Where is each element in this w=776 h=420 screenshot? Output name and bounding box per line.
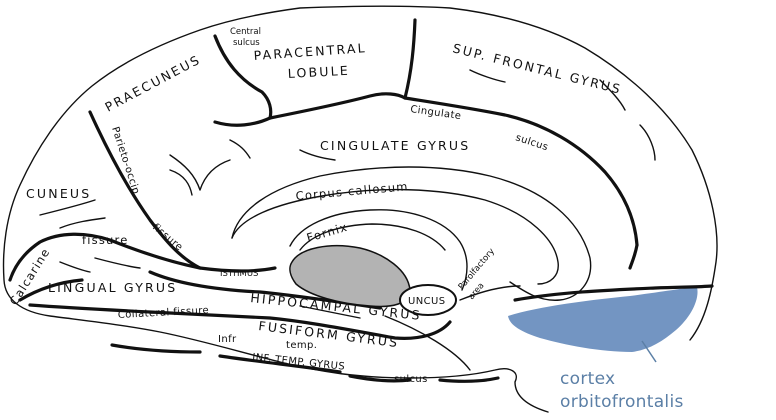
cingulate-sulcus-end [628,243,639,270]
label-uncus: UNCUS [408,296,445,307]
marginal-sulcus [403,18,417,100]
annotation-cortex: cortex [560,369,615,389]
frontal-base [513,284,714,302]
calcarine-fissure [8,232,202,282]
label-isthmus: ISTHMUS [220,269,258,279]
label-sup-frontal: SUP. FRONTAL GYRUS [451,40,623,97]
paracentral-boundary [268,92,407,120]
temporal-lower-dash-2 [438,376,500,383]
label-infr: Infr [218,334,237,345]
label-central-sulcus: Central [230,27,261,37]
cingulate-small [229,139,336,161]
label-fissure-po: fissure [150,222,185,254]
uncus-shape [399,284,457,316]
label-paracentral: PARACENTRAL [253,40,367,63]
label-lingual-gyrus: LINGUAL GYRUS [48,280,177,295]
annotation-orbitofrontalis: orbitofrontalis [560,392,684,412]
label-central-sulcus-2: sulcus [233,38,260,48]
label-cuneus: CUNEUS [26,186,91,201]
label-fissure-calc: fissure [82,233,128,247]
hippocampal-small [299,305,361,319]
fornix-inner [299,223,446,251]
fornix-outer [289,209,468,291]
frontal-small [469,69,656,161]
orbitofrontal-highlight [508,287,698,352]
lingual-small [59,257,141,273]
parolfactory-lines [459,285,521,301]
subparietal-sulcus [213,116,272,127]
label-cingulate-sulcus-2: sulcus [514,132,550,153]
label-temp: temp. [286,340,317,351]
label-fusiform-gyrus: FUSIFORM GYRUS [258,318,400,350]
praecuneus-sulci [169,154,231,196]
cuneus-sulci [39,199,106,229]
temporal-lower-dash [348,374,412,383]
label-lobule: LOBULE [287,63,350,81]
label-cingulate-gyrus: CINGULATE GYRUS [320,138,470,153]
label-praecuneus: PRAECUNEUS [102,51,203,114]
label-collateral-fissure: Collateral fissure [118,305,210,321]
inferior-temporal-sulcus [110,343,202,354]
inferior-temporal-sulcus-2 [218,354,342,374]
label-fornix: Fornix [305,220,349,245]
label-calcarine: Calcarine [7,245,53,307]
cingulate-sulcus [403,96,639,247]
label-sulcus-temp: sulcus [394,374,428,385]
annotation-pointer [641,340,657,363]
label-corpus-callosum: Corpus callosum [295,179,409,203]
parieto-occipital-fissure [88,110,202,270]
corpus-callosum-inner [231,188,559,285]
corpus-callosum-outer [231,166,592,301]
brain-outline [2,5,718,413]
lingual-lower [18,278,84,302]
collateral-fissure [28,303,452,340]
central-sulcus [213,34,273,120]
temporal-pole-line [384,315,471,371]
label-inf-temp-gyrus: INF. TEMP. GYRUS [252,352,346,373]
isthmus-line [198,266,277,273]
